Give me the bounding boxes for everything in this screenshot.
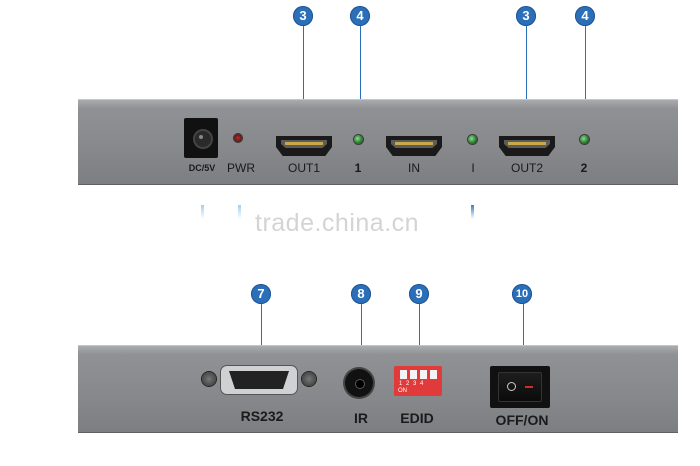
dip-numbers: 1 2 3 4	[399, 381, 425, 387]
led2-label: 2	[580, 161, 588, 175]
callout-badge-3-out2: 3	[516, 6, 536, 26]
dip-on-label: ON	[398, 388, 407, 394]
callout-leader	[419, 304, 420, 370]
callout-leader	[360, 26, 361, 134]
rs232-screw-right	[302, 372, 316, 386]
device-front-panel	[78, 99, 678, 185]
callout-leader	[303, 26, 304, 140]
dc-label: DC/5V	[188, 163, 216, 173]
dc-power-jack	[184, 118, 218, 158]
ir-jack	[345, 369, 373, 397]
callout-badge-3-out1: 3	[293, 6, 313, 26]
led-reflection	[201, 205, 204, 219]
callout-badge-4-led1: 4	[350, 6, 370, 26]
callout-badge-4-led2: 4	[575, 6, 595, 26]
callout-badge-9-edid: 9	[409, 284, 429, 304]
callout-badge-7-rs232: 7	[251, 284, 271, 304]
in-label: IN	[408, 161, 420, 175]
callout-leader	[361, 304, 362, 374]
pwr-label: PWR	[227, 161, 255, 175]
power-led	[234, 134, 242, 142]
led1-label: 1	[354, 161, 362, 175]
led-reflection	[471, 205, 474, 219]
rs232-label: RS232	[240, 408, 284, 424]
callout-leader	[526, 26, 527, 140]
callout-badge-10-switch: 10	[512, 284, 532, 304]
callout-leader	[261, 304, 262, 382]
device-rear-panel: 1 2 3 4 ON	[78, 345, 678, 433]
callout-leader	[585, 26, 586, 134]
edid-dip-switch[interactable]: 1 2 3 4 ON	[394, 366, 442, 396]
hdmi-out1-port	[276, 136, 332, 156]
watermark-text: trade.china.cn	[255, 209, 420, 237]
power-switch[interactable]	[490, 366, 550, 408]
output2-led	[580, 135, 589, 144]
output1-led	[354, 135, 363, 144]
rs232-screw-left	[202, 372, 216, 386]
off-on-label: OFF/ON	[495, 412, 549, 428]
callout-badge-8-ir: 8	[351, 284, 371, 304]
rs232-port	[221, 366, 297, 394]
led-reflection	[238, 205, 241, 219]
ir-label: IR	[354, 410, 368, 426]
hdmi-out2-port	[499, 136, 555, 156]
out1-label: OUT1	[287, 161, 321, 175]
ledi-label: I	[471, 161, 475, 175]
input-led	[468, 135, 477, 144]
hdmi-in-port	[386, 136, 442, 156]
out2-label: OUT2	[510, 161, 544, 175]
edid-label: EDID	[400, 410, 434, 426]
